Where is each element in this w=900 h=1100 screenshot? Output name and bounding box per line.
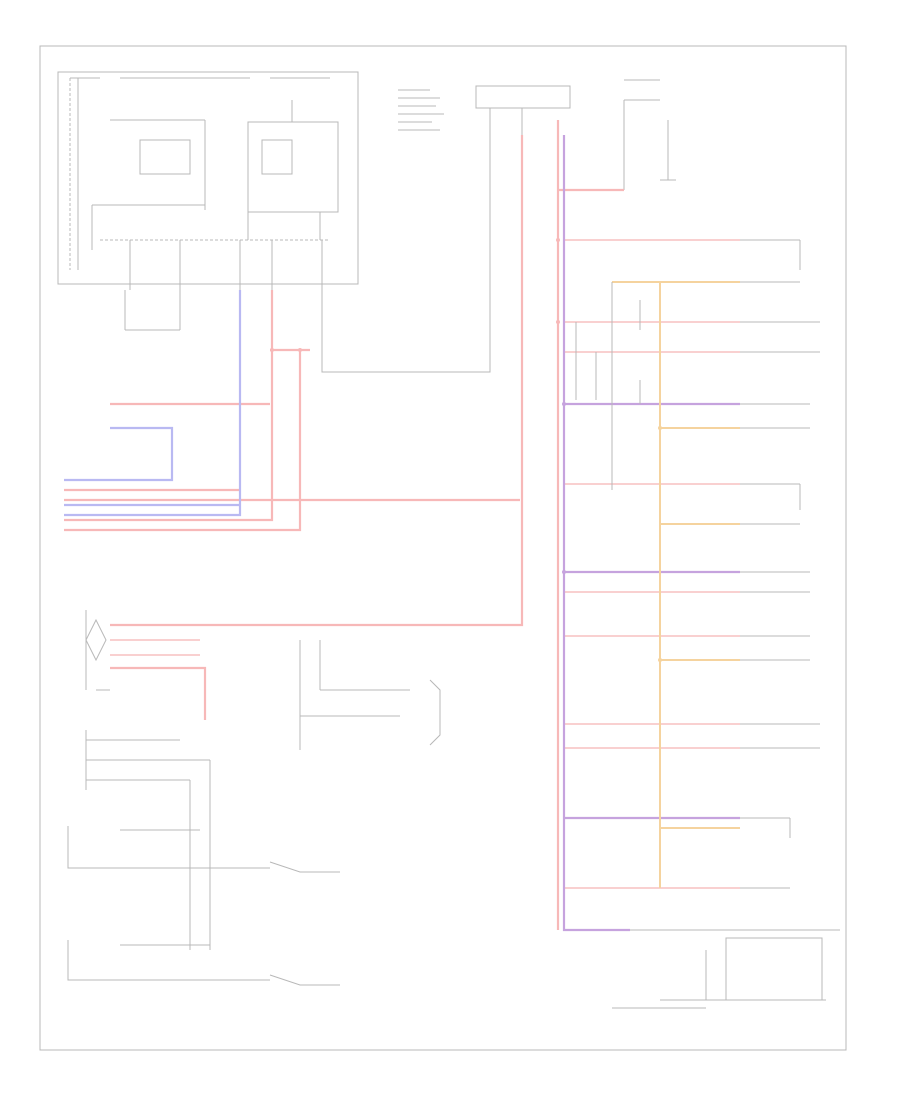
module-box bbox=[725, 937, 823, 1001]
power-wire bbox=[64, 350, 302, 532]
relay-2-box bbox=[247, 121, 339, 213]
bottom-right-module bbox=[612, 929, 840, 1009]
top-right-sensor bbox=[623, 79, 676, 190]
lower-sensor-2 bbox=[67, 940, 340, 986]
power-wire bbox=[110, 666, 207, 720]
lamp-wire bbox=[612, 281, 661, 888]
lower-left-switch-2 bbox=[85, 730, 211, 950]
ground-wires bbox=[64, 290, 242, 517]
signal-bus bbox=[562, 135, 740, 932]
lower-sensor-1 bbox=[67, 826, 340, 873]
junction-dots bbox=[270, 238, 662, 662]
fuse-relay-block bbox=[57, 71, 359, 290]
ground-wire bbox=[64, 426, 174, 482]
diagram-frame bbox=[39, 45, 847, 1051]
relay-1-box bbox=[139, 139, 191, 175]
right-devices bbox=[740, 239, 820, 889]
signal-lines bbox=[321, 135, 641, 490]
fuse-block-outline bbox=[57, 71, 359, 285]
ground-module bbox=[124, 290, 181, 331]
signal-bus-line bbox=[562, 135, 630, 932]
top-connector bbox=[475, 85, 571, 135]
junction-note-lines bbox=[398, 89, 444, 131]
main-power-feed bbox=[110, 135, 524, 627]
power-wires bbox=[64, 120, 560, 720]
connector-block bbox=[475, 85, 571, 109]
power-wire bbox=[64, 290, 274, 522]
lower-left-switch-1 bbox=[85, 610, 110, 691]
ground-wire bbox=[64, 290, 242, 517]
center-ground bbox=[299, 640, 441, 750]
lamp-wires bbox=[612, 281, 740, 888]
right-power-bus bbox=[556, 135, 740, 930]
